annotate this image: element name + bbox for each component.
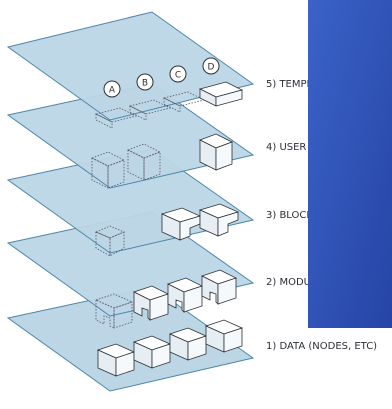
dotted-slot <box>163 97 181 113</box>
modules-dotted <box>94 293 134 329</box>
modules-solid <box>132 269 238 321</box>
marker-a: A <box>103 80 121 98</box>
layer-label-data: 1) DATA (NODES, ETC) <box>266 341 377 352</box>
layer-label-blocks: 3) BLOCKS <box>266 210 319 221</box>
dotted-slot <box>94 107 138 123</box>
svg-text:B: B <box>142 79 148 89</box>
layer-label-templates: 5) TEMPLATES <box>266 79 337 90</box>
blocks-dotted <box>94 225 126 257</box>
svg-text:A: A <box>109 86 116 96</box>
dotted-slot <box>129 105 147 121</box>
dotted-slot <box>95 113 113 129</box>
dotted-slot <box>128 99 172 115</box>
marker-b: B <box>136 73 154 91</box>
marker-c: C <box>169 65 187 83</box>
blocks-solid <box>160 203 240 241</box>
layer-label-user: 4) USER <box>266 142 306 153</box>
layer-label-modules: 2) MODULES <box>266 277 329 288</box>
layer-plate <box>6 11 255 121</box>
svg-text:D: D <box>208 63 215 73</box>
template-markers: A B C D <box>103 57 220 98</box>
data-cubes <box>96 319 244 377</box>
user-dotted-blocks <box>91 143 161 189</box>
svg-text:C: C <box>175 71 181 81</box>
blue-overlay-panel <box>308 0 392 328</box>
marker-d: D <box>202 57 220 75</box>
template-block <box>198 81 244 107</box>
layer-5-templates <box>6 11 255 121</box>
user-solid-block <box>199 133 233 171</box>
